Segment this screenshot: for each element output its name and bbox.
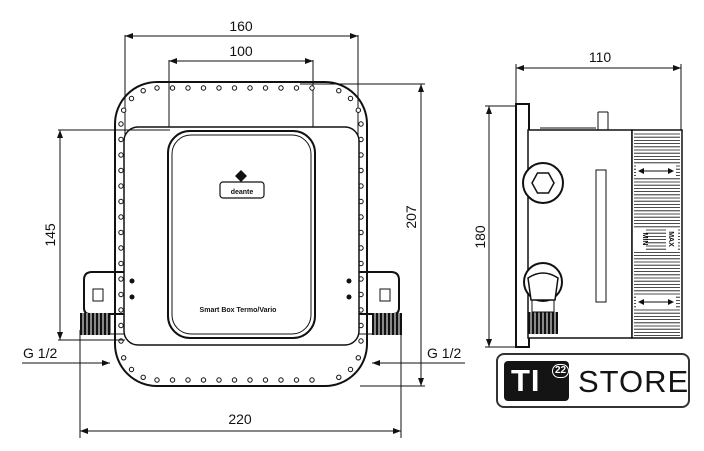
seal-dot — [121, 355, 127, 361]
seal-dot — [309, 85, 315, 91]
dimension-207: 207 — [300, 83, 425, 387]
dimension-100: 100 — [168, 43, 314, 135]
seal-dot — [231, 377, 238, 383]
seal-dot — [231, 85, 238, 91]
seal-dot — [140, 88, 146, 94]
seal-dot — [169, 85, 176, 91]
thread-right-label: G 1/2 — [427, 345, 461, 361]
seal-dot — [200, 85, 207, 91]
store-word: STORE — [578, 364, 690, 399]
seal-dot — [118, 322, 124, 329]
seal-dot — [262, 85, 269, 91]
seal-dot — [118, 338, 124, 344]
seal-dot — [118, 291, 124, 298]
side-housing — [527, 129, 633, 339]
dimension-207-label: 207 — [403, 205, 419, 229]
seal-dot — [128, 366, 135, 373]
side-lower-connector — [523, 262, 563, 334]
thread-left-annotation: G 1/2 — [22, 345, 110, 366]
side-mark-max: MAX — [667, 231, 674, 247]
thread-left-label: G 1/2 — [23, 345, 57, 361]
seal-dot — [118, 260, 124, 267]
side-view: 110 180 — [472, 49, 683, 348]
store-badge: TI 22 STORE — [496, 353, 690, 408]
seal-dot — [247, 377, 253, 383]
dimension-220-label: 220 — [228, 411, 252, 427]
seal-dot — [118, 214, 124, 220]
seal-dot — [118, 121, 124, 127]
seal-dot — [154, 377, 160, 383]
seal-dot — [200, 377, 207, 383]
seal-dot — [118, 198, 124, 205]
seal-dot — [121, 107, 127, 113]
seal-dot — [118, 245, 124, 251]
seal-dot — [118, 183, 124, 189]
seal-dot — [140, 374, 146, 380]
side-range-arrows: MIN MAX — [634, 165, 678, 308]
seal-dot — [128, 95, 135, 102]
dimension-145-label: 145 — [42, 223, 58, 247]
dimension-110-label: 110 — [589, 49, 612, 65]
store-logo-superscript: 22 — [552, 364, 570, 378]
side-mark-min: MIN — [641, 233, 648, 246]
seal-dot — [347, 366, 354, 373]
product-label: Smart Box Termo/Vario — [200, 307, 277, 314]
dimension-180-label: 180 — [472, 225, 488, 249]
side-upper-nut — [522, 162, 564, 204]
seal-dot — [336, 374, 342, 380]
seal-dot — [185, 377, 191, 383]
seal-dot-ring — [118, 85, 364, 383]
seal-dot — [293, 85, 300, 91]
brand-logo: deante — [219, 170, 265, 199]
seal-dot — [154, 85, 160, 91]
seal-dot — [118, 136, 124, 143]
store-logo-block: TI 22 — [504, 361, 570, 401]
seal-dot — [216, 85, 222, 91]
seal-dot — [169, 377, 176, 383]
seal-dot — [293, 377, 300, 383]
right-thread-connector — [356, 313, 402, 335]
seal-dot — [347, 95, 354, 102]
dimension-145: 145 — [42, 129, 170, 341]
seal-dot — [118, 152, 124, 158]
seal-dot — [216, 377, 222, 383]
box-side-dots — [129, 278, 352, 300]
front-view: 160 100 — [22, 18, 465, 438]
seal-dot — [355, 107, 361, 113]
seal-dot — [118, 167, 124, 174]
seal-dot — [118, 307, 124, 313]
seal-dot — [278, 85, 284, 91]
seal-dot — [309, 377, 315, 383]
seal-dot — [358, 338, 364, 344]
store-logo-letters: TI — [511, 363, 541, 398]
dimension-110: 110 — [515, 49, 682, 130]
side-flange — [515, 103, 530, 348]
cover-plate — [167, 130, 316, 339]
seal-dot — [262, 377, 269, 383]
dimension-220: 220 — [79, 330, 402, 438]
dimension-100-label: 100 — [229, 43, 253, 59]
seal-dot — [118, 229, 124, 236]
seal-dot — [278, 377, 284, 383]
seal-frame — [114, 81, 368, 387]
seal-dot — [336, 88, 342, 94]
seal-dot — [247, 85, 253, 91]
brand-logo-text: deante — [231, 189, 254, 196]
seal-dot — [355, 355, 361, 361]
seal-dot — [118, 276, 124, 282]
seal-dot — [185, 85, 191, 91]
dimension-160-label: 160 — [229, 18, 253, 34]
thread-right-annotation: G 1/2 — [372, 345, 465, 366]
left-thread-connector — [80, 313, 127, 335]
seal-dot — [358, 121, 364, 127]
